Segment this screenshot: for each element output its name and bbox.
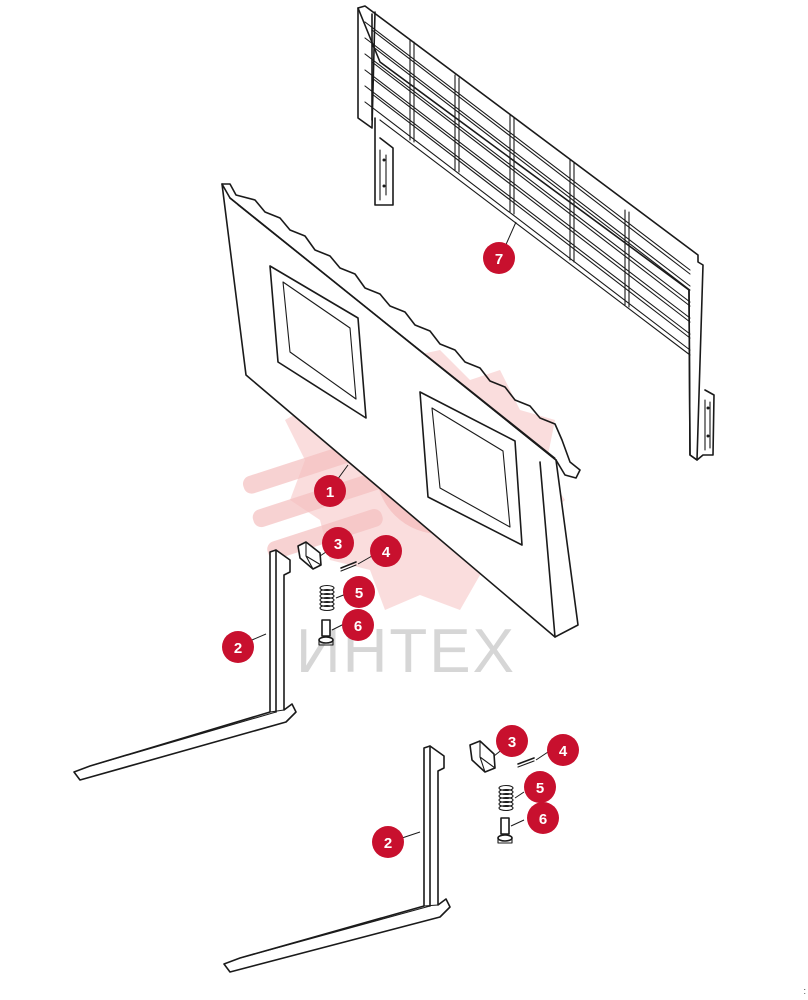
callout-4a-label: 4 [382, 544, 391, 561]
hardware-set-b [469, 740, 549, 844]
callout-4a: 4 [370, 535, 402, 567]
callout-3a-label: 3 [334, 536, 342, 553]
callout-6b-label: 6 [539, 811, 547, 828]
callout-6a-label: 6 [354, 618, 362, 635]
part-2-fork-b [223, 745, 451, 973]
callout-4b-label: 4 [559, 743, 568, 760]
callout-1-label: 1 [326, 484, 334, 501]
callout-5b: 5 [524, 771, 556, 803]
callout-2a-label: 2 [234, 640, 242, 657]
callout-4b: 4 [547, 734, 579, 766]
watermark-text: ИНТЕХ [296, 617, 516, 686]
callout-7-label: 7 [495, 251, 503, 268]
callout-3b: 3 [496, 725, 528, 757]
callout-1: 1 [314, 475, 346, 507]
callout-5a-label: 5 [355, 585, 363, 602]
hardware-set-a [297, 541, 373, 646]
callout-2a: 2 [222, 631, 254, 663]
callout-7: 7 [483, 242, 515, 274]
callout-5a: 5 [343, 576, 375, 608]
callout-6a: 6 [342, 609, 374, 641]
callout-5b-label: 5 [536, 780, 544, 797]
callout-2b-label: 2 [384, 835, 392, 852]
callout-3a: 3 [322, 527, 354, 559]
callout-3b-label: 3 [508, 734, 516, 751]
callout-6b: 6 [527, 802, 559, 834]
part-2-fork-a [73, 549, 297, 781]
callout-2b: 2 [372, 826, 404, 858]
part-1-back-plate [221, 183, 581, 638]
corner-mark: : [803, 986, 806, 996]
part-7-grille-guard [357, 5, 715, 461]
